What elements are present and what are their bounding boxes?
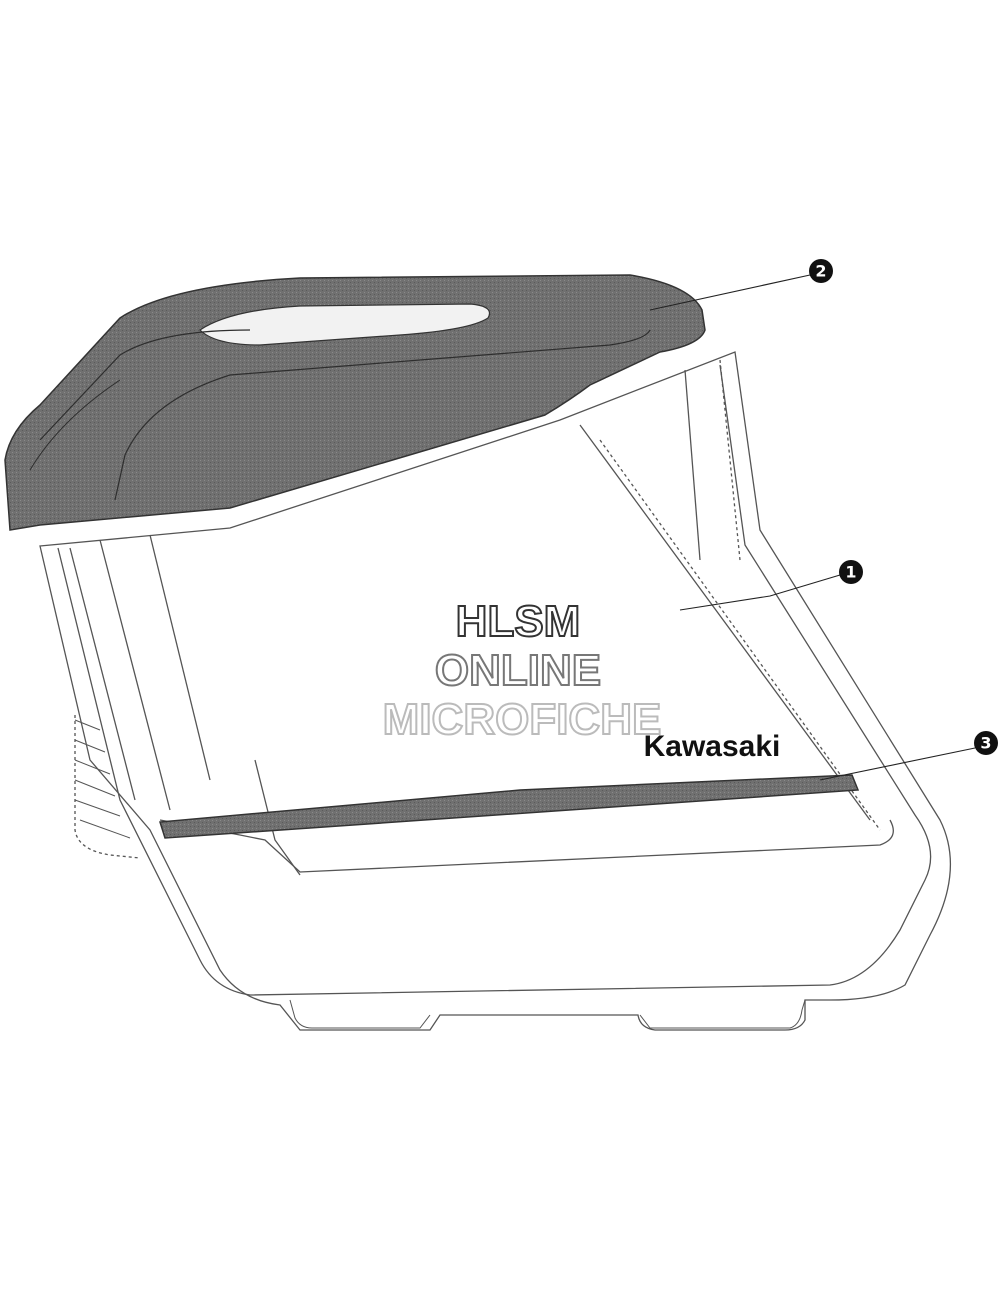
callout-2[interactable]: 2: [809, 259, 833, 283]
callout-2-number: 2: [815, 262, 826, 281]
watermark: HLSM ONLINE MICROFICHE: [382, 596, 663, 745]
watermark-line-1: HLSM: [456, 597, 581, 646]
leader-line-1: [679, 574, 841, 611]
callout-3-number: 3: [980, 734, 991, 753]
leader-line-3: [819, 747, 976, 781]
callout-1-number: 1: [845, 563, 856, 582]
case-body: [39, 351, 952, 1031]
side-trim-strip: [159, 774, 860, 839]
leader-line-2: [649, 274, 811, 311]
callout-1[interactable]: 1: [839, 560, 863, 584]
watermark-line-2: ONLINE: [435, 646, 601, 695]
watermark-line-3: MICROFICHE: [383, 695, 662, 744]
lid-top-cover: [4, 274, 706, 531]
callout-3[interactable]: 3: [974, 731, 998, 755]
brand-logo: Kawasaki: [644, 730, 781, 763]
leader-lines: [649, 274, 976, 781]
